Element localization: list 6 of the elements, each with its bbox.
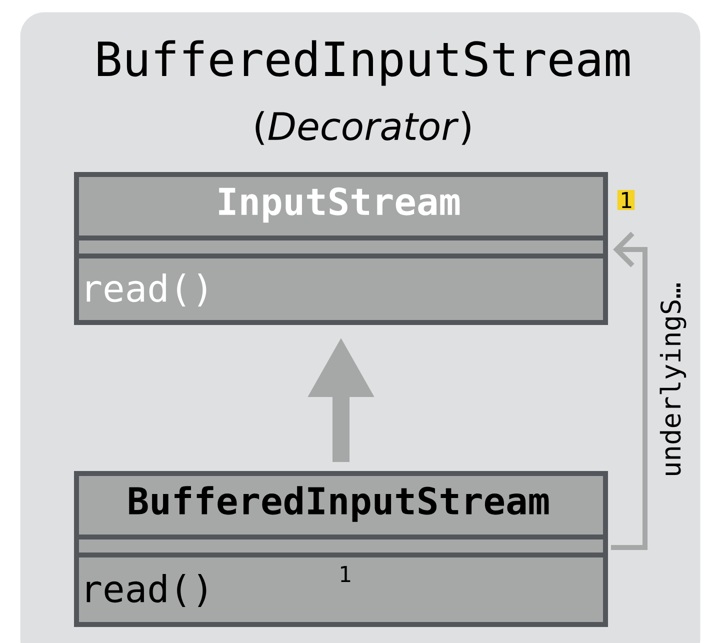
multiplicity-label: 1 (341, 566, 350, 582)
title: BufferedInputStream (98, 40, 630, 86)
edge-label: underlyingS… (660, 284, 686, 475)
association-arrow (611, 232, 648, 550)
class-box: InputStream read() (74, 172, 608, 325)
subtitle: (Decorator) (256, 111, 470, 145)
